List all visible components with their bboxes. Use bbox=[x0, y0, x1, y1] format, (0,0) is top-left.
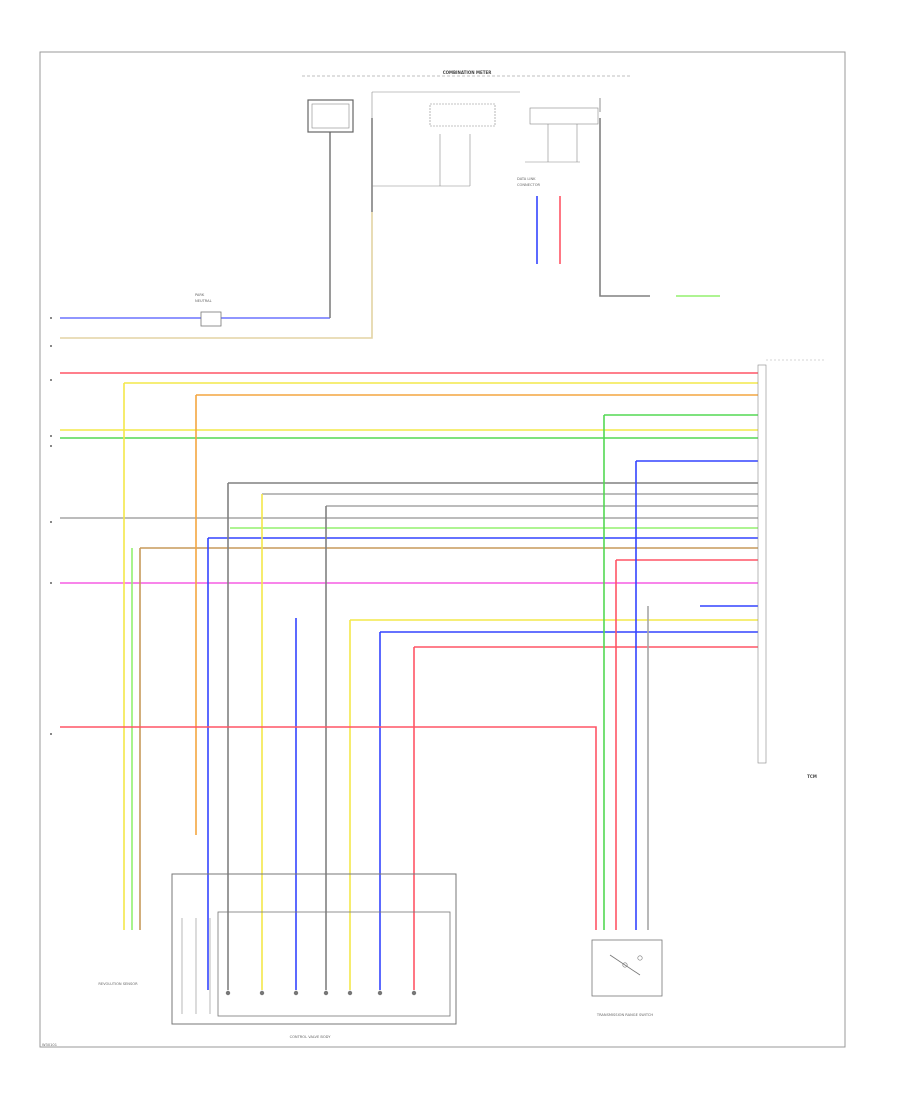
left-edge-marks bbox=[50, 317, 52, 735]
transmission-range-switch: TRANSMISSION RANGE SWITCH bbox=[591, 939, 663, 1017]
svg-text:TCM: TCM bbox=[807, 774, 817, 779]
solenoid-marker bbox=[225, 990, 231, 996]
solenoid-marker bbox=[293, 990, 299, 996]
solenoid-marker bbox=[323, 990, 329, 996]
edge-pin-mark bbox=[50, 521, 52, 523]
wire-red-bottom bbox=[60, 726, 597, 930]
wire-layer bbox=[60, 118, 758, 990]
control-valve-body: CONTROL VALVE BODY bbox=[171, 873, 457, 1039]
solenoid-marker bbox=[377, 990, 383, 996]
svg-text:TRANSMISSION RANGE SWITCH: TRANSMISSION RANGE SWITCH bbox=[596, 1013, 654, 1017]
svg-text:COMBINATION METER: COMBINATION METER bbox=[443, 70, 492, 75]
wire-tan-top bbox=[60, 212, 373, 339]
svg-text:REVOLUTION SENSOR: REVOLUTION SENSOR bbox=[98, 982, 138, 986]
wire-meter-right bbox=[599, 118, 650, 297]
edge-pin-mark bbox=[50, 317, 52, 319]
page-reference: W30101 bbox=[42, 1043, 57, 1047]
revolution-sensor: REVOLUTION SENSOR bbox=[98, 982, 138, 986]
svg-text:CONTROL VALVE BODY: CONTROL VALVE BODY bbox=[290, 1035, 332, 1039]
edge-pin-mark bbox=[50, 582, 52, 584]
edge-pin-mark bbox=[50, 345, 52, 347]
diagram-frame bbox=[39, 51, 846, 1048]
edge-pin-mark bbox=[50, 435, 52, 437]
lamp-switch: PARK NEUTRAL bbox=[195, 293, 222, 327]
edge-pin-mark bbox=[50, 733, 52, 735]
svg-text:PARK: PARK bbox=[195, 293, 205, 297]
combination-meter: COMBINATION METER DATA LINK CONNECTOR bbox=[302, 70, 632, 187]
edge-pin-mark bbox=[50, 445, 52, 447]
solenoid-marker bbox=[259, 990, 265, 996]
svg-text:NEUTRAL: NEUTRAL bbox=[195, 299, 212, 303]
svg-text:CONNECTOR: CONNECTOR bbox=[517, 183, 541, 187]
tcm-connector: TCM bbox=[757, 359, 826, 779]
edge-pin-mark bbox=[50, 379, 52, 381]
solenoid-marker bbox=[411, 990, 417, 996]
solenoid-marker bbox=[347, 990, 353, 996]
svg-text:DATA LINK: DATA LINK bbox=[517, 177, 536, 181]
